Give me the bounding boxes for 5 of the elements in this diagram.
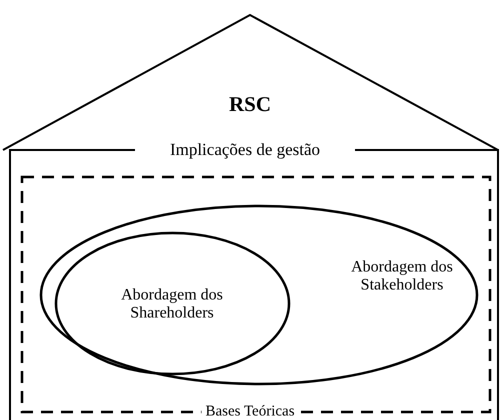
outer-ellipse [40, 205, 478, 385]
title-label: RSC [228, 92, 272, 116]
ellipse-label: Abordagem dos Stakeholders [350, 258, 454, 296]
ellipse-label: Abordagem dos Shareholders [120, 286, 224, 324]
inner-ellipse [55, 232, 290, 375]
